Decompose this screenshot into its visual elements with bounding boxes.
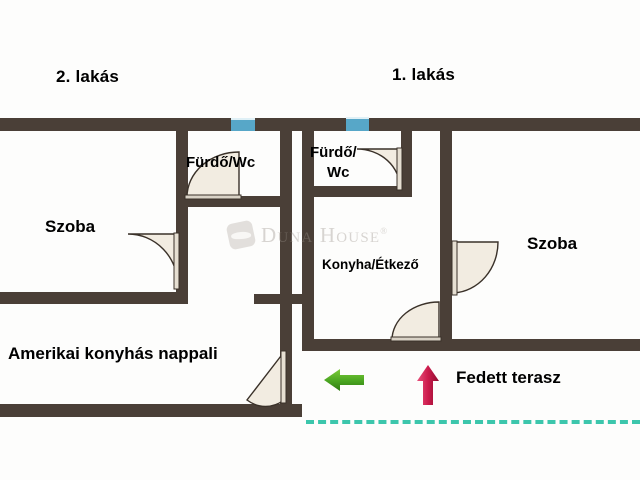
room-label-konyha-etkezo: Konyha/Étkező: [322, 257, 419, 272]
room-label-furdo-wc-1-line1: Fürdő/: [310, 144, 357, 161]
watermark-registered-mark: ®: [380, 225, 389, 236]
apartment-label-1: 1. lakás: [392, 65, 456, 84]
door-swing-icon-furdo1: [355, 147, 403, 191]
wall-exterior-bottom-left: [0, 404, 302, 417]
arrow-left-icon: [322, 366, 366, 394]
watermark-brand: Duna House: [261, 222, 381, 247]
wall-exterior-bottom-right: [302, 339, 640, 351]
room-label-fedett-terasz: Fedett terasz: [456, 368, 561, 387]
window-icon-furdo1: [346, 117, 369, 131]
wall-konyha-left: [302, 118, 314, 351]
door-swing-icon-konyha: [390, 300, 442, 344]
wall-furdo1-bottom: [302, 186, 412, 197]
room-label-szoba-left: Szoba: [45, 217, 96, 236]
door-swing-icon-szoba-left: [126, 232, 182, 290]
room-label-furdo-wc-1-line2: Wc: [327, 164, 350, 181]
room-label-szoba-right: Szoba: [527, 234, 578, 253]
window-icon-furdo2: [231, 118, 255, 131]
door-swing-icon-furdo2: [183, 150, 243, 202]
terrace-boundary-line: [306, 420, 640, 424]
wall-szoba-right-left: [440, 118, 452, 351]
room-label-nappali: Amerikai konyhás nappali: [8, 344, 218, 363]
wall-szoba-left-bottom: [0, 292, 188, 304]
wall-stub-left: [254, 294, 282, 304]
apartment-label-2: 2. lakás: [56, 67, 120, 86]
wall-stub-right: [290, 294, 304, 304]
duna-house-logo-icon: [225, 219, 257, 251]
wall-furdo2-bottom: [176, 196, 291, 207]
arrow-up-icon: [414, 363, 442, 407]
door-swing-icon-nappali: [245, 349, 289, 408]
wall-furdo1-right: [401, 118, 412, 197]
wall-exterior-top: [0, 118, 640, 131]
wall-center-divider-upper: [280, 196, 292, 305]
wall-furdo2-right: [280, 118, 292, 207]
room-label-furdo-wc-2: Fürdő/Wc: [186, 154, 256, 171]
door-swing-icon-szoba-right: [451, 240, 501, 296]
